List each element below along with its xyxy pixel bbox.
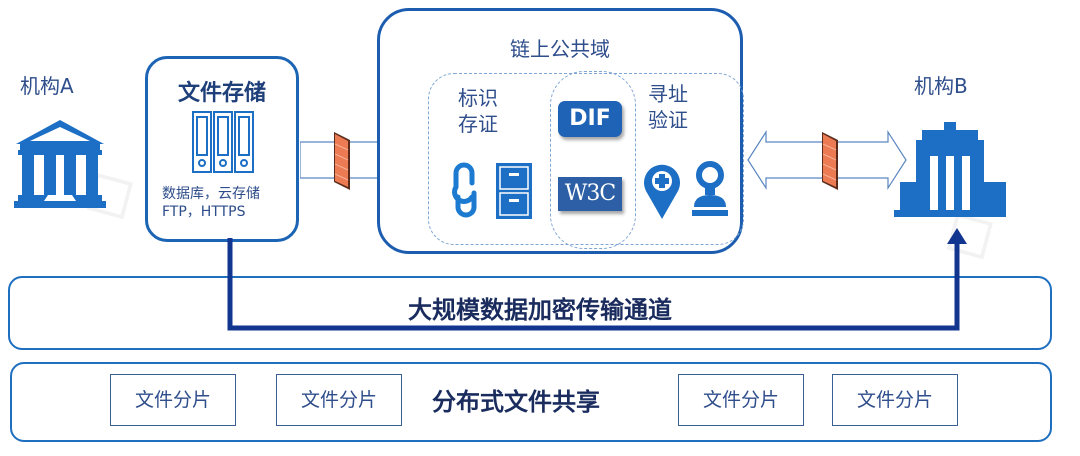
- file-shard: 文件分片: [832, 374, 958, 426]
- stamp-icon: [692, 161, 728, 216]
- bank-building-icon: [14, 120, 106, 208]
- storage-desc-line2: FTP，HTTPS: [162, 204, 246, 220]
- file-shard: 文件分片: [678, 374, 804, 426]
- identity-label: 标识: [458, 86, 498, 110]
- addressing-label: 寻址: [648, 82, 688, 106]
- location-pin-plus-icon: [644, 164, 680, 219]
- identity-notary-label: 标识 存证: [458, 85, 498, 137]
- institution-b-label: 机构B: [914, 74, 968, 98]
- institution-a-label: 机构A: [20, 74, 74, 98]
- on-chain-domain-box: 链上公共域 标识 存证 DIF W3C 寻址 验证: [377, 8, 744, 254]
- dashed-zone-outer: [428, 73, 744, 245]
- on-chain-domain-title: 链上公共域: [510, 37, 610, 61]
- file-cabinet-icon: [496, 163, 532, 219]
- firewall-icon: [822, 132, 838, 190]
- notary-label: 存证: [458, 112, 498, 136]
- binders-icon: [192, 111, 254, 173]
- chain-link-icon: [452, 162, 477, 218]
- firewall-arrow-right: [747, 130, 907, 191]
- w3c-badge: W3C: [558, 177, 622, 211]
- verification-label: 验证: [648, 108, 688, 132]
- file-storage-box: 文件存储 数据库，云存储 FTP，HTTPS: [145, 56, 299, 242]
- storage-desc-line1: 数据库，云存储: [162, 186, 260, 202]
- file-shard: 文件分片: [276, 374, 402, 426]
- transfer-path-arrow: [227, 228, 967, 331]
- file-storage-desc: 数据库，云存储 FTP，HTTPS: [162, 185, 260, 221]
- encrypted-channel-title: 大规模数据加密传输通道: [408, 296, 672, 324]
- addressing-verification-label: 寻址 验证: [648, 81, 688, 133]
- dashed-zone-middle: [550, 71, 636, 249]
- file-storage-title: 文件存储: [177, 81, 266, 106]
- dif-badge: DIF: [558, 101, 622, 137]
- firewall-icon: [334, 132, 350, 190]
- office-building-icon: [894, 122, 1006, 217]
- file-shard: 文件分片: [110, 374, 236, 426]
- file-sharing-title: 分布式文件共享: [432, 388, 600, 416]
- encrypted-channel-band: [8, 276, 1052, 350]
